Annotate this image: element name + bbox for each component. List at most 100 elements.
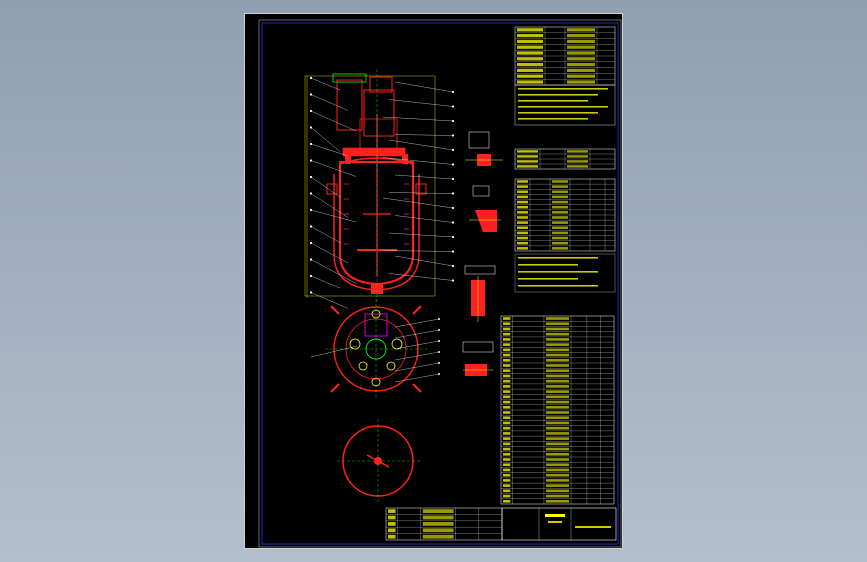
parts-list-table-text xyxy=(503,426,511,430)
revision-block-text xyxy=(388,534,396,539)
callout-dot-left xyxy=(309,241,313,245)
parts-list-table-text xyxy=(545,463,570,467)
revision-block-text xyxy=(422,528,454,533)
parts-list-table-text xyxy=(503,348,511,352)
revision-block-text xyxy=(388,509,396,513)
nozzle-table-text xyxy=(552,247,568,250)
callout-dot-right xyxy=(451,221,455,224)
parts-list-table-text xyxy=(545,432,570,435)
revision-block-text xyxy=(422,515,454,520)
nozzle-table-text xyxy=(517,236,528,240)
detail-view-3 xyxy=(464,265,496,322)
callout-leader-left xyxy=(310,160,357,177)
parts-list-table-text xyxy=(503,332,511,336)
tech-spec-table-text xyxy=(517,63,543,67)
nozzle-table-text xyxy=(517,200,528,204)
bottom-section-view xyxy=(337,419,421,504)
callout-leader-right xyxy=(382,116,454,122)
callout-dot-right xyxy=(451,90,455,94)
title-name xyxy=(545,514,565,517)
plan-nozzles xyxy=(349,309,403,387)
parts-list-table-text xyxy=(503,416,511,420)
parts-list-table-text xyxy=(545,374,570,378)
test-table-text xyxy=(517,155,538,158)
test-table-text xyxy=(567,155,588,158)
plan-leader-dot xyxy=(438,340,440,342)
test-table-text xyxy=(567,150,588,153)
parts-list-table-text xyxy=(545,332,570,336)
parts-list xyxy=(500,315,615,505)
callout-dot-right xyxy=(451,279,455,282)
tech-spec-table-text xyxy=(517,34,543,38)
nozzle-table-text xyxy=(552,185,568,188)
callout-leader-right xyxy=(388,99,454,107)
nozzle-table-text xyxy=(517,180,528,183)
callout-leader-left xyxy=(310,77,341,91)
parts-list-table-text xyxy=(503,458,511,461)
nozzle-table-text xyxy=(552,216,568,219)
callout-leader-left xyxy=(310,193,349,218)
parts-list-table-text xyxy=(503,411,511,414)
tech-spec-table-text xyxy=(517,57,543,61)
parts-list-table-text xyxy=(545,364,570,367)
notes-text xyxy=(518,278,578,280)
callout-dot-right xyxy=(451,264,455,268)
tech-spec-table-text xyxy=(567,57,595,61)
parts-list-table-text xyxy=(503,489,511,493)
support-lug-right xyxy=(415,183,427,195)
callout-dot-left xyxy=(309,126,313,129)
test-table-text xyxy=(517,160,538,163)
parts-list-table-text xyxy=(503,369,511,373)
coil-marks xyxy=(344,183,409,245)
callout-leader-left xyxy=(310,176,341,198)
callout-leader-left xyxy=(310,242,349,264)
tech-spec-table-text xyxy=(517,68,543,72)
callout-dot-left xyxy=(309,192,313,195)
nozzle-table-text xyxy=(517,221,528,224)
nozzle-table-text xyxy=(517,247,528,250)
tech-requirements-text xyxy=(518,100,588,102)
parts-list-table-text xyxy=(503,385,511,388)
nozzle-table-text xyxy=(552,231,568,235)
section-blade xyxy=(366,454,390,468)
top-plan-view xyxy=(325,299,427,399)
overall-dimension-box xyxy=(304,75,436,297)
tech-spec-table-text xyxy=(567,34,595,38)
tech-spec-table-text xyxy=(567,28,595,32)
revision-block-text xyxy=(422,522,454,526)
callout-leader-left xyxy=(310,292,349,309)
parts-list-table-text xyxy=(545,426,570,430)
parts-list-table-text xyxy=(545,437,570,440)
nozzle-table-text xyxy=(552,205,568,209)
parts-list-table-text xyxy=(503,447,511,451)
callout-leader-left xyxy=(310,259,357,284)
parts-list-table-text xyxy=(503,421,511,425)
plan-callout-leaders xyxy=(310,318,440,383)
parts-list-table-text xyxy=(503,400,511,404)
nozzle-table-text xyxy=(552,180,568,183)
nozzle-table-text xyxy=(552,195,568,199)
callout-leader-right xyxy=(388,192,454,194)
support-lug-left xyxy=(326,183,338,195)
nozzle-table-text xyxy=(552,190,568,194)
tech-spec-table-text xyxy=(517,39,543,43)
head-flange xyxy=(342,147,406,157)
plan-leader xyxy=(394,373,440,383)
callout-leader-left xyxy=(310,94,349,111)
revision-block-text xyxy=(388,528,396,533)
callout-leader-right xyxy=(388,232,454,238)
title-sub xyxy=(548,521,562,523)
detail-view-1 xyxy=(465,131,503,166)
plan-leader-left xyxy=(310,345,358,358)
parts-list-table-text xyxy=(503,374,511,378)
parts-list-table-text xyxy=(545,442,570,446)
tech-spec-table-text xyxy=(567,74,595,78)
callout-leader-right xyxy=(394,134,454,136)
parts-list-table-text xyxy=(503,379,511,383)
parts-list-table-text xyxy=(503,437,511,440)
parts-list-table-text xyxy=(545,379,570,383)
parts-list-table-text xyxy=(503,484,511,487)
callout-dot-left xyxy=(309,258,313,261)
nozzle-table-text xyxy=(517,226,528,230)
callout-dot-left xyxy=(309,225,313,228)
